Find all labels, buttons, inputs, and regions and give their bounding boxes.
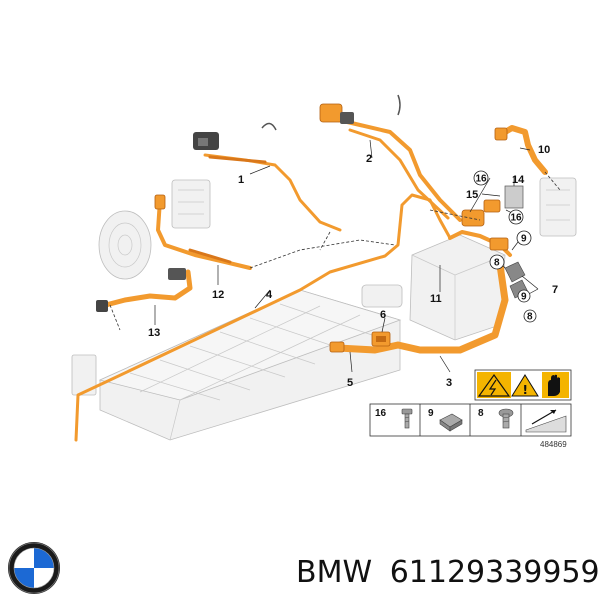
callout-7: 7 <box>552 284 558 296</box>
battery-pack <box>98 289 402 441</box>
callout-3: 3 <box>446 377 452 389</box>
dashed-line-10 <box>544 171 561 191</box>
bolt-icon <box>401 408 413 429</box>
svg-text:!: ! <box>523 383 528 397</box>
callout-10: 10 <box>538 144 550 156</box>
callout-12: 12 <box>212 289 224 301</box>
callout-16-bottom: 16 <box>511 213 523 224</box>
cable-10 <box>494 125 548 175</box>
callout-4: 4 <box>266 289 273 301</box>
bracket-14 <box>504 185 524 209</box>
dashed-line-1 <box>319 231 331 251</box>
callout-2: 2 <box>366 153 372 165</box>
callout-16-top: 16 <box>476 174 488 185</box>
part-9-label: 9 <box>428 408 434 419</box>
callout-11: 11 <box>430 293 442 305</box>
callout-9-lower: 9 <box>521 292 527 303</box>
callout-9-upper: 9 <box>521 234 527 245</box>
callout-8-lower: 8 <box>527 312 533 323</box>
callout-1: 1 <box>238 174 244 186</box>
connector-6 <box>371 331 391 347</box>
power-electronics <box>71 177 577 396</box>
callout-6: 6 <box>380 309 386 321</box>
cable-11 <box>448 199 512 257</box>
callout-8-upper: 8 <box>494 258 500 269</box>
reference-number: 484869 <box>540 440 567 449</box>
cable-3 <box>329 261 509 354</box>
callout-15: 15 <box>466 189 478 201</box>
nut-icon <box>439 413 463 432</box>
part-16-label: 16 <box>375 408 387 419</box>
callout-13: 13 <box>148 327 160 339</box>
dashed-line-12 <box>249 239 396 269</box>
cable-1 <box>193 122 342 232</box>
screw-icon <box>498 408 514 429</box>
part-number: 61129339959 <box>390 555 600 590</box>
circled-callouts: 16 16 8 9 9 8 <box>473 170 537 323</box>
hand-protection-icon <box>542 372 569 398</box>
dashed-line-13 <box>109 304 121 331</box>
callout-labels: 1 2 3 4 5 6 7 11 12 13 10 14 15 <box>148 144 558 389</box>
electric-motor <box>98 179 211 280</box>
dashed-line-right <box>429 209 481 221</box>
warning-symbols: ! <box>474 369 572 401</box>
cable-12 <box>154 194 252 270</box>
small-parts-box: 16 9 8 <box>369 403 572 437</box>
high-voltage-warning-icon <box>477 372 511 398</box>
part-8-label: 8 <box>478 408 484 419</box>
brand-name: BMW <box>296 555 372 590</box>
bracket-7 <box>504 261 529 299</box>
caution-icon: ! <box>511 374 539 397</box>
callout-14: 14 <box>512 174 525 186</box>
cable-2 <box>319 94 462 222</box>
brand-part-caption: BMW 61129339959 <box>296 555 600 590</box>
callout-5: 5 <box>347 377 353 389</box>
bmw-logo-icon <box>8 542 60 594</box>
cable-13 <box>96 268 193 312</box>
installation-icon <box>525 409 567 433</box>
